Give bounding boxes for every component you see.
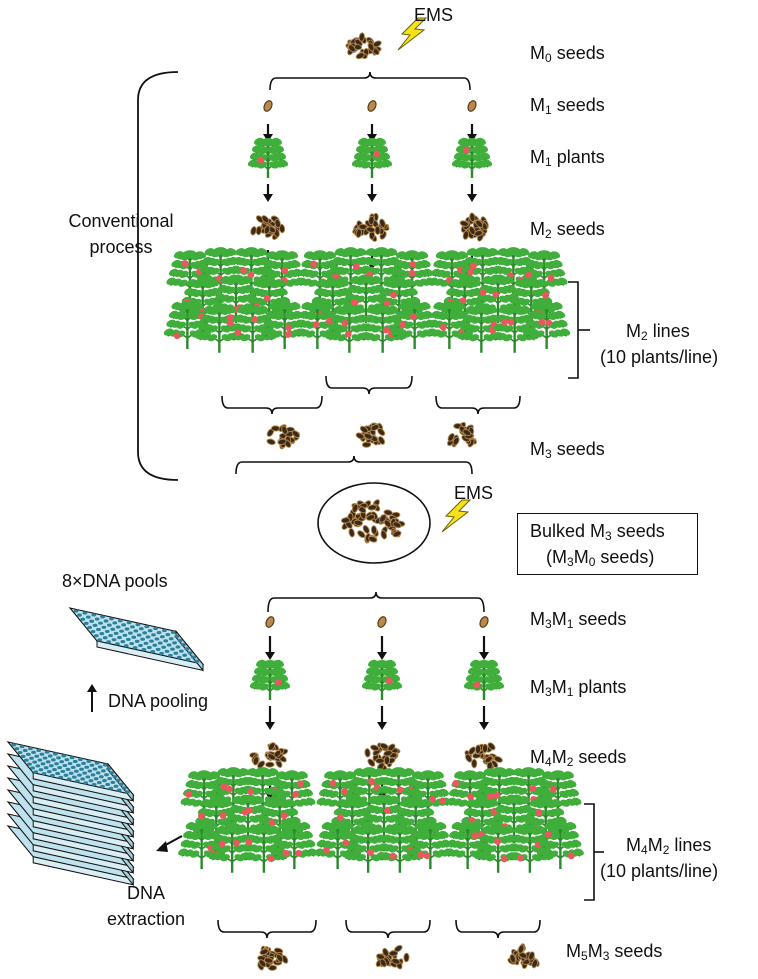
- label-m2-lines: M2 lines: [626, 321, 690, 343]
- well-plate-icon: [68, 607, 205, 672]
- down-arrow-icon: [377, 706, 387, 730]
- single-seed-icon: [265, 616, 275, 628]
- seed-pile-icon: [266, 424, 301, 450]
- bracket: [221, 395, 323, 415]
- seed-pile-icon: [352, 212, 390, 242]
- seed-pile-icon: [340, 499, 406, 544]
- down-arrow-icon: [265, 636, 275, 660]
- down-arrow-icon: [367, 184, 377, 202]
- dna-pools-label: 8×DNA pools: [62, 571, 168, 591]
- seed-pile-icon: [250, 215, 286, 241]
- plant-icon: [451, 137, 493, 178]
- label-m4m2-lines-note: (10 plants/line): [600, 861, 719, 881]
- bulked-seeds-line2: (M3M0 seeds): [546, 547, 655, 569]
- plant-group-icon: [163, 247, 309, 353]
- dna-pooling-label: DNA pooling: [108, 691, 209, 711]
- plant-icon: [249, 659, 291, 700]
- seed-pile-icon: [355, 422, 386, 448]
- m4m2-lines-bracket: [584, 803, 595, 901]
- label-m3m1-seeds: M3M1 seeds: [530, 609, 627, 631]
- label-m2-seeds: M2 seeds: [530, 219, 605, 241]
- label-m5m3-seeds: M5M3 seeds: [566, 941, 663, 963]
- process-word: process: [89, 237, 153, 257]
- seed-pile-icon: [446, 421, 477, 448]
- seed-pile-icon: [257, 945, 289, 971]
- plant-group-icon: [314, 767, 454, 873]
- label-m3-seeds: M3 seeds: [530, 439, 605, 461]
- down-arrow-icon: [467, 184, 477, 202]
- well-plate-icon: [6, 741, 135, 803]
- single-seed-icon: [367, 100, 377, 112]
- seed-pile-icon: [249, 742, 289, 769]
- single-seed-icon: [263, 100, 273, 112]
- down-arrow-icon: [263, 184, 273, 202]
- down-arrow-icon: [377, 636, 387, 660]
- bracket: [455, 919, 541, 939]
- label-m0-seeds: M0 seeds: [530, 43, 605, 65]
- plant-group-icon: [293, 247, 439, 353]
- seed-pile-icon: [459, 212, 489, 242]
- bracket: [435, 395, 521, 415]
- single-seed-icon: [479, 616, 489, 628]
- bracket: [217, 919, 317, 939]
- arrow-icon: [156, 835, 183, 852]
- label-m1-plants: M1 plants: [530, 147, 605, 169]
- bracket: [269, 71, 471, 91]
- lightning-icon: [397, 17, 428, 51]
- conventional-word: Conventional: [68, 211, 174, 231]
- plant-group-icon: [444, 767, 584, 873]
- plant-icon: [361, 659, 403, 700]
- plant-group-icon: [425, 247, 571, 353]
- label-m3m1-plants: M3M1 plants: [530, 677, 627, 699]
- plant-icon: [463, 659, 505, 700]
- bracket: [267, 591, 485, 613]
- conventional-bracket: [137, 71, 179, 481]
- bulked-seeds-box: [517, 513, 698, 575]
- label-m4m2-lines: M4M2 lines: [626, 835, 712, 857]
- seed-pile-icon: [464, 742, 503, 771]
- conventional-process-label: Conventional process: [66, 212, 176, 256]
- seed-pile-icon: [345, 32, 382, 60]
- lightning-icon: [441, 499, 472, 533]
- up-arrow-icon: [87, 684, 97, 712]
- single-seed-icon: [467, 100, 477, 112]
- ems-label-bottom: EMS: [454, 483, 494, 503]
- bracket: [345, 919, 431, 939]
- seed-pile-icon: [364, 742, 401, 771]
- down-arrow-icon: [265, 706, 275, 730]
- plant-icon: [351, 137, 393, 178]
- down-arrow-icon: [479, 706, 489, 730]
- plant-icon: [247, 137, 289, 178]
- plant-group-icon: [178, 767, 318, 873]
- bulked-seeds-line1: Bulked M3 seeds: [530, 521, 665, 543]
- down-arrow-icon: [479, 636, 489, 660]
- single-seed-icon: [377, 616, 387, 628]
- dna-extraction-label: DNA extraction: [86, 884, 206, 928]
- ems-label-top: EMS: [414, 5, 454, 25]
- seed-pile-icon: [507, 943, 540, 970]
- label-m2-lines-note: (10 plants/line): [600, 347, 719, 367]
- dna-word: DNA: [126, 883, 165, 903]
- label-m1-seeds: M1 seeds: [530, 95, 605, 117]
- extraction-word: extraction: [106, 909, 186, 929]
- bracket: [235, 455, 473, 475]
- label-m4m2-seeds: M4M2 seeds: [530, 747, 627, 769]
- seed-pile-icon: [375, 944, 410, 970]
- m2-lines-bracket: [568, 281, 579, 379]
- bracket: [325, 375, 413, 395]
